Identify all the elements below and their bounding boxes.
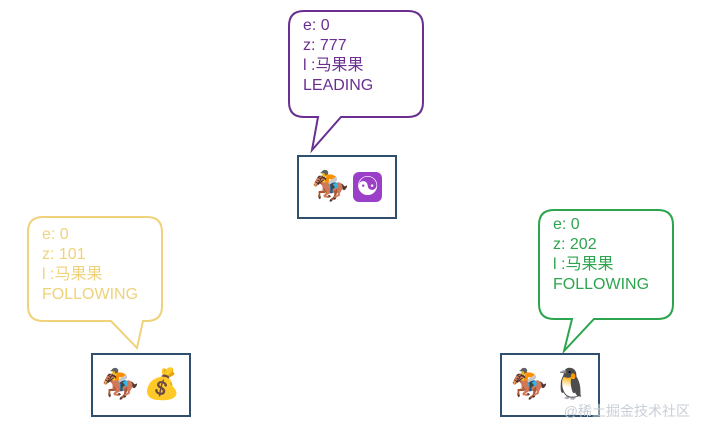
follower-2-speech-bubble — [538, 209, 674, 355]
leader-zxid: z: 777 — [303, 37, 347, 54]
horse-racing-icon: 🏇 — [101, 367, 139, 402]
money-bag-icon: 💰 — [143, 367, 181, 402]
follower-2-vote: l :马果果 — [553, 256, 614, 273]
penguin-icon: 🐧 — [552, 367, 590, 402]
leader-state-text: e: 0 z: 777 l :马果果 LEADING — [303, 16, 373, 96]
horse-racing-icon: 🏇 — [510, 367, 548, 402]
follower-2-zxid: z: 202 — [553, 236, 597, 253]
leader-role: LEADING — [303, 77, 374, 94]
follower-2-state-text: e: 0 z: 202 l :马果果 FOLLOWING — [553, 215, 649, 295]
follower-1-zxid: z: 101 — [42, 246, 86, 263]
follower-1-state-text: e: 0 z: 101 l :马果果 FOLLOWING — [42, 225, 138, 305]
follower-1-term: e: 0 — [42, 226, 69, 243]
follower-2-role: FOLLOWING — [553, 276, 650, 293]
yin-yang-icon: ☯ — [353, 172, 383, 202]
follower-2-node-box: 🏇 🐧 — [500, 353, 600, 417]
follower-1-role: FOLLOWING — [42, 286, 139, 303]
follower-2-term: e: 0 — [553, 216, 580, 233]
watermark-text: @稀土掘金技术社区 — [563, 403, 690, 419]
follower-1-node-box: 🏇 💰 — [91, 353, 191, 417]
follower-1-speech-bubble — [27, 216, 163, 351]
horse-racing-icon: 🏇 — [311, 169, 350, 204]
follower-1-vote: l :马果果 — [42, 266, 103, 283]
leader-vote: l :马果果 — [303, 57, 364, 74]
leader-speech-bubble — [288, 10, 424, 154]
leader-node-box: 🏇 ☯ — [297, 155, 397, 219]
leader-term: e: 0 — [303, 17, 330, 34]
